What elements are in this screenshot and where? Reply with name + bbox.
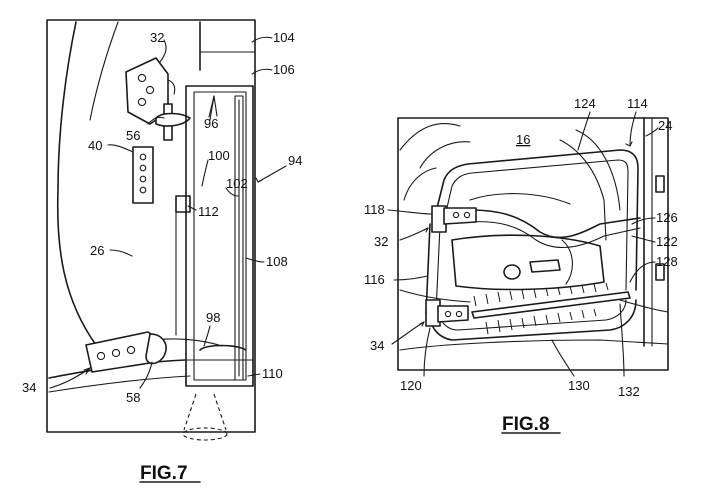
label-128: 128 bbox=[656, 254, 678, 269]
label-120: 120 bbox=[400, 378, 422, 393]
label-98: 98 bbox=[206, 310, 220, 325]
label-26: 26 bbox=[90, 243, 104, 258]
label-132: 132 bbox=[618, 384, 640, 399]
fig8-storage-rod bbox=[471, 291, 631, 319]
fig8-view-border bbox=[397, 117, 669, 371]
lower-hinge-bracket bbox=[85, 331, 167, 373]
label-118: 118 bbox=[364, 202, 385, 217]
label-34-fig8: 34 bbox=[370, 338, 384, 353]
label-94: 94 bbox=[288, 153, 302, 168]
label-100: 100 bbox=[208, 148, 230, 163]
fig8-leader-lines bbox=[387, 111, 659, 377]
label-104: 104 bbox=[273, 30, 295, 45]
fig7-pillar-inner-edge bbox=[89, 21, 119, 121]
label-58: 58 bbox=[126, 390, 140, 405]
fig7-projection-lines bbox=[183, 393, 227, 431]
label-114: 114 bbox=[627, 96, 648, 111]
label-32: 32 bbox=[150, 30, 164, 45]
label-34: 34 bbox=[22, 380, 36, 395]
fig7-projection-ellipse bbox=[182, 427, 228, 441]
fig8-interior-background bbox=[399, 123, 669, 351]
label-16: 16 bbox=[516, 132, 530, 147]
fig8-upper-hinge bbox=[431, 205, 477, 233]
fig8-netting bbox=[473, 282, 609, 335]
tubular-door-frame bbox=[425, 149, 641, 341]
label-24: 24 bbox=[658, 118, 672, 133]
figure-8: 124 114 16 24 118 126 32 122 116 128 34 … bbox=[364, 96, 678, 435]
fig8-lower-hinge bbox=[425, 299, 469, 327]
label-102: 102 bbox=[226, 176, 248, 191]
fig7-leader-lines bbox=[49, 36, 287, 389]
label-122: 122 bbox=[656, 234, 678, 249]
label-106: 106 bbox=[273, 62, 295, 77]
fig7-view-border bbox=[46, 19, 256, 433]
label-130: 130 bbox=[568, 378, 590, 393]
label-32-fig8: 32 bbox=[374, 234, 388, 249]
label-110: 110 bbox=[262, 366, 283, 381]
figure-8-caption: FIG.8 bbox=[502, 414, 550, 435]
fig7-sill-line-lower bbox=[48, 375, 191, 393]
label-126: 126 bbox=[656, 210, 678, 225]
label-56: 56 bbox=[126, 128, 140, 143]
label-116: 116 bbox=[364, 272, 385, 287]
label-108: 108 bbox=[266, 254, 288, 269]
figure-7: 104 106 32 96 56 40 100 94 102 112 26 10… bbox=[22, 19, 302, 484]
latch-plate bbox=[132, 146, 154, 204]
label-40: 40 bbox=[88, 138, 102, 153]
label-96: 96 bbox=[204, 116, 218, 131]
upper-hinge-pin bbox=[155, 103, 191, 141]
label-112: 112 bbox=[198, 204, 219, 219]
fig8-door-pillar bbox=[643, 117, 665, 347]
figure-7-caption: FIG.7 bbox=[140, 463, 188, 484]
fig7-pillar-edge bbox=[56, 21, 97, 346]
label-124: 124 bbox=[574, 96, 596, 111]
